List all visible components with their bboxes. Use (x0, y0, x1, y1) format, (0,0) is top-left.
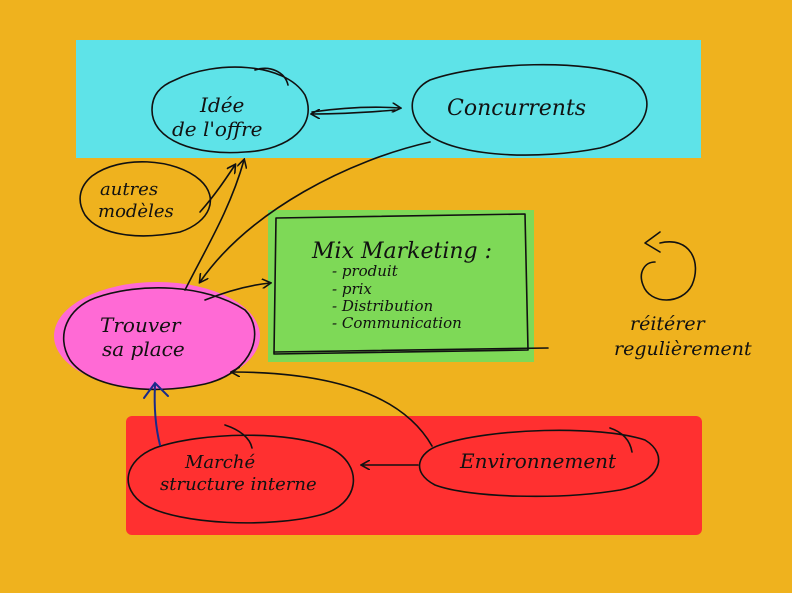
marche-label-line2: structure interne (160, 474, 317, 495)
mix-marketing-item-produit: - produit (332, 262, 399, 280)
reiterer-loop-arrowhead (644, 231, 661, 253)
mix-marketing-box (268, 210, 534, 362)
mix-marketing-item-communication: - Communication (332, 314, 462, 332)
mix-marketing-item-distribution: - Distribution (332, 297, 433, 315)
concurrents-label: Concurrents (447, 96, 586, 121)
bottom-band (126, 416, 702, 535)
mix-marketing-box-underline (273, 347, 549, 353)
top-band (76, 40, 701, 158)
reiterer-label-line2: regulièrement (614, 338, 752, 360)
autres-modeles-blob (79, 161, 212, 237)
trouver-place-ellipse-outline (62, 287, 256, 391)
trouver-place-label-line1: Trouver (100, 313, 182, 337)
marche-ellipse (127, 424, 355, 524)
environnement-ellipse (418, 427, 660, 498)
trouver-place-label-line2: sa place (102, 337, 185, 361)
idee-offre-label-line2: de l'offre (172, 117, 263, 141)
mix-marketing-box-outline (273, 213, 529, 355)
environnement-label: Environnement (459, 449, 617, 473)
concurrents-ellipse (411, 63, 648, 156)
arrow-idee-concurrents (311, 107, 400, 112)
autres-modeles-label-line1: autres (100, 179, 158, 200)
arrow-autres-trouver (199, 165, 235, 213)
trouver-place-ellipse-fill (54, 282, 260, 390)
idee-offre-ellipse (151, 66, 309, 154)
arrow-marche-trouver (143, 381, 169, 446)
mix-marketing-title: Mix Marketing : (311, 239, 492, 264)
autres-modeles-label-line2: modèles (98, 201, 174, 222)
arrow-concurrents-trouver (200, 141, 431, 282)
arrow-environnement-trouver (232, 372, 433, 447)
arrow-concurrents-idee (312, 110, 396, 114)
mix-marketing-item-prix: - prix (332, 280, 372, 298)
arrow-trouver-mix (204, 283, 270, 301)
idee-offre-label-line1: Idée (199, 93, 244, 117)
arrow-trouver-idee (184, 160, 244, 291)
reiterer-label-line1: réitérer (630, 313, 707, 335)
reiterer-loop-icon (640, 241, 697, 301)
marche-label-line1: Marché (184, 452, 255, 473)
